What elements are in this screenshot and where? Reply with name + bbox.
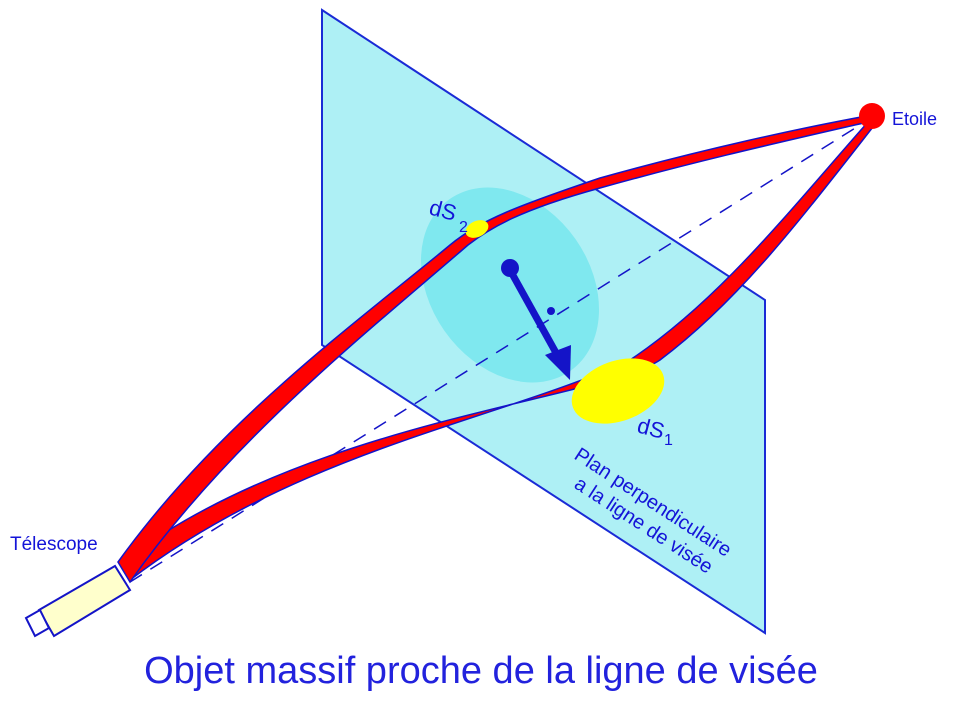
line-of-sight (129, 119, 869, 583)
ds1-subscript: 1 (664, 432, 673, 449)
lens-small-dot (547, 307, 555, 315)
star-dot (859, 103, 885, 129)
star-label: Etoile (892, 109, 937, 129)
ds2-patch (465, 220, 489, 238)
diagram-caption: Objet massif proche de la ligne de visée (144, 650, 818, 692)
arrow-icon (506, 268, 564, 362)
arrow-head (545, 345, 571, 380)
telescope-label: Télescope (10, 534, 98, 555)
ds2-subscript: 2 (459, 219, 468, 236)
ds1-patch (571, 358, 665, 424)
telescope-icon (24, 564, 132, 638)
